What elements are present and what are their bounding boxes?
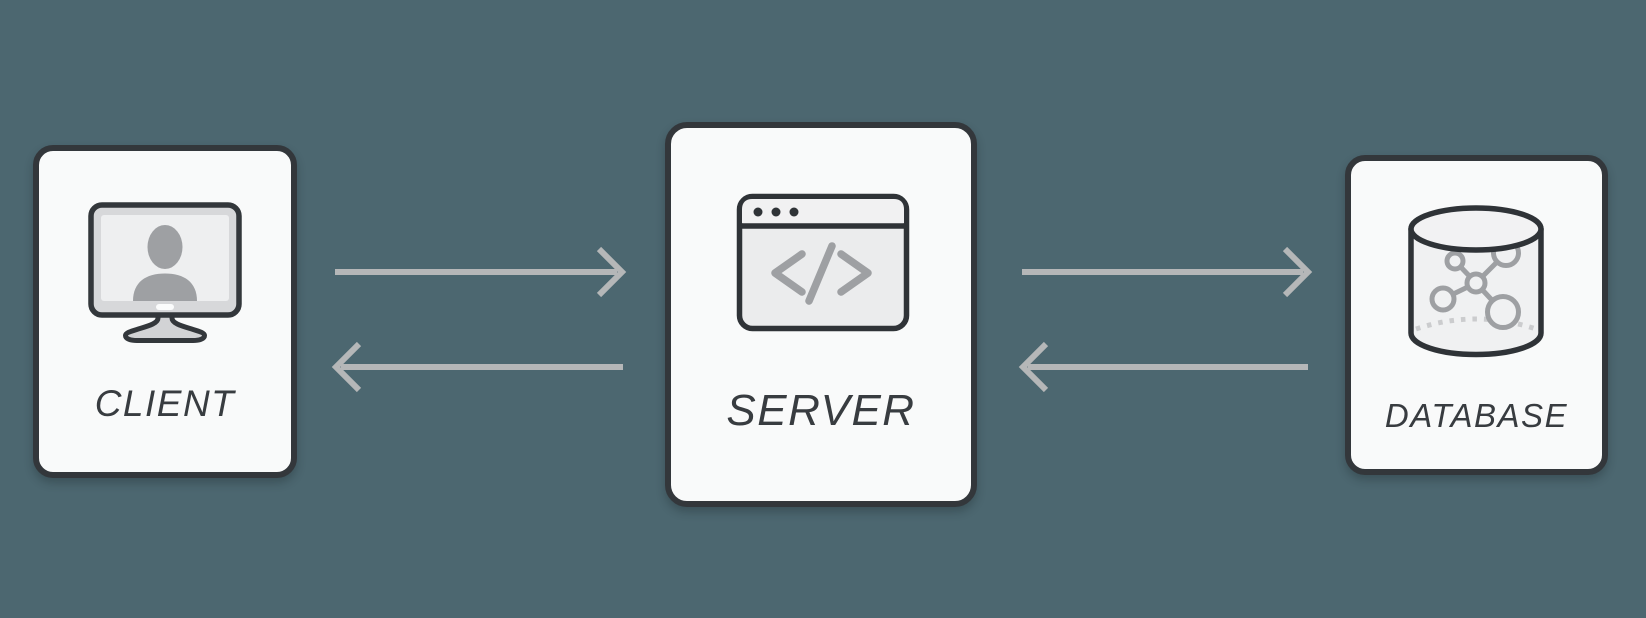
database-network-icon [1408, 205, 1544, 358]
node-server: SERVER [665, 122, 977, 507]
network-nodes-icon [1429, 238, 1521, 330]
arrow-server-to-client-icon [331, 341, 623, 393]
node-label-client: CLIENT [94, 383, 236, 424]
node-client: CLIENT [33, 145, 297, 478]
user-silhouette-icon [133, 225, 197, 301]
monitor-user-icon [88, 202, 242, 343]
dotted-rim-icon [1415, 316, 1537, 332]
code-window-icon [736, 193, 910, 332]
arrow-database-to-server-icon [1018, 341, 1308, 393]
node-label-database: DATABASE [1384, 397, 1569, 434]
node-database: DATABASE [1345, 155, 1608, 475]
window-dots-icon [753, 207, 799, 217]
code-glyph-icon [771, 242, 872, 305]
arrow-server-to-database-icon [1022, 246, 1313, 298]
arrow-client-to-server-icon [335, 246, 627, 298]
node-label-server: SERVER [726, 386, 916, 435]
